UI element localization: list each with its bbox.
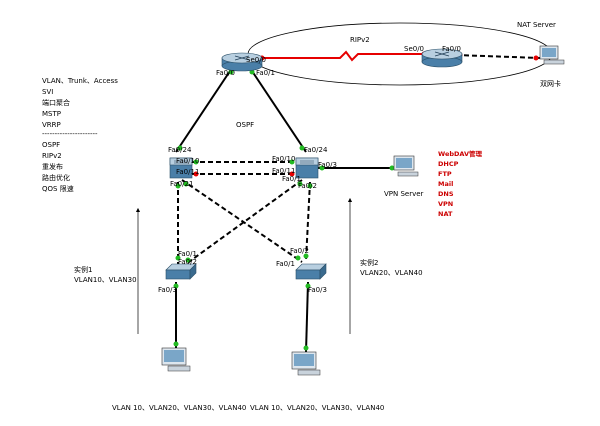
port-label: Fa0/1 <box>256 69 275 77</box>
link-r2-nat-server <box>455 54 541 59</box>
port-label: Fa0/1 <box>178 250 197 258</box>
service-item: DNS <box>438 190 454 198</box>
ospf-label: OSPF <box>236 121 254 129</box>
note-line: QOS 限速 <box>42 184 74 193</box>
note-line: VLAN、Trunk、Access <box>42 77 118 85</box>
nat-server-icon[interactable] <box>539 45 565 65</box>
feature-notes: VLAN、Trunk、Access SVI 端口聚合 MSTP VRRP ---… <box>42 77 118 193</box>
port-label: Fa0/1 <box>276 260 295 268</box>
port-label: Fa0/11 <box>272 167 295 175</box>
port-label: Fa0/2 <box>178 258 197 266</box>
port-label: Fa0/3 <box>308 286 327 294</box>
port-label: Se0/0 <box>246 56 266 64</box>
note-line: 路由优化 <box>42 173 70 182</box>
service-item: FTP <box>438 170 452 178</box>
serial-link-r1-r2 <box>258 50 428 62</box>
note-line: RIPv2 <box>42 152 62 160</box>
service-item: Mail <box>438 180 453 188</box>
port-label: Fa0/2 <box>298 182 317 190</box>
port-label: Se0/0 <box>404 45 424 53</box>
access-switch-sl-icon[interactable] <box>165 263 197 280</box>
port-label: Fa0/0 <box>216 69 235 77</box>
service-item: NAT <box>438 210 453 218</box>
link-r1-ml <box>175 67 233 153</box>
nat-server-label: NAT Server <box>517 21 556 29</box>
instance1-title: 实例1 <box>74 265 92 274</box>
vpn-server-label: VPN Server <box>384 190 424 198</box>
port-label: Fa0/10 <box>272 155 295 163</box>
service-item: WebDAV管理 <box>438 149 483 158</box>
note-line: SVI <box>42 88 53 96</box>
note-line: MSTP <box>42 110 61 118</box>
port-label: Fa0/2 <box>290 247 309 255</box>
router-r2-icon[interactable] <box>421 48 463 68</box>
service-item: DHCP <box>438 160 459 168</box>
multilayer-switch-mr-icon[interactable] <box>295 157 319 179</box>
service-item: VPN <box>438 200 453 208</box>
link-mr-sr <box>305 181 311 261</box>
note-line: VRRP <box>42 121 61 129</box>
link-status-lights <box>173 51 539 351</box>
pc-right-vlans: VLAN 10、VLAN20、VLAN30、VLAN40 <box>250 404 384 412</box>
dual-nic-label: 双网卡 <box>540 79 561 88</box>
pc-left-vlans: VLAN 10、VLAN20、VLAN30、VLAN40 <box>112 404 246 412</box>
port-label: Fa0/24 <box>168 146 192 154</box>
port-label: Fa0/3 <box>158 286 177 294</box>
multilayer-switch-ml-icon[interactable] <box>169 157 193 179</box>
note-line: 重发布 <box>42 162 63 171</box>
note-line: OSPF <box>42 141 60 149</box>
port-label: Fa0/3 <box>318 161 337 169</box>
pc-right-icon[interactable] <box>291 351 321 376</box>
port-label: Fa0/1 <box>282 175 301 183</box>
port-label: Fa0/21 <box>170 180 193 188</box>
pc-left-icon[interactable] <box>161 347 191 372</box>
access-switch-sr-icon[interactable] <box>295 263 327 280</box>
link-r1-mr <box>249 67 307 153</box>
services-list: WebDAV管理 DHCP FTP Mail DNS VPN NAT <box>438 149 483 218</box>
link-sr-pc <box>305 281 309 353</box>
port-label: Fa0/24 <box>304 146 328 154</box>
note-line: ---------------------- <box>42 130 98 138</box>
instance1-vlans: VLAN10、VLAN30 <box>74 276 137 284</box>
rip-label: RIPv2 <box>350 36 370 44</box>
note-line: 端口聚合 <box>42 98 70 107</box>
router-r1-icon[interactable] <box>221 52 263 72</box>
instance2-vlans: VLAN20、VLAN40 <box>360 269 423 277</box>
vpn-server-icon[interactable] <box>393 155 419 177</box>
instance2-title: 实例2 <box>360 258 378 267</box>
port-label: Fa0/0 <box>442 45 461 53</box>
port-label: Fa0/10 <box>176 157 199 165</box>
port-label: Fa0/11 <box>176 168 199 176</box>
link-ml-sr <box>181 179 303 263</box>
